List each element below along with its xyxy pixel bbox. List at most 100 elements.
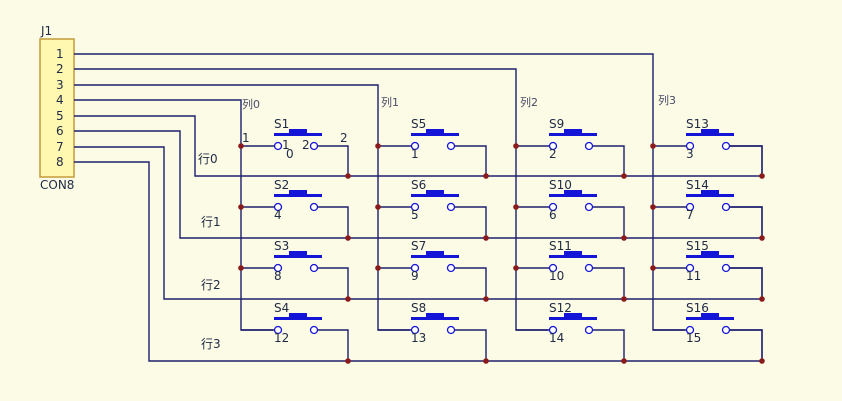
- row-label-1: 行1: [201, 215, 221, 229]
- switch-index-label: 6: [549, 208, 557, 222]
- switch-terminal-right: [584, 263, 594, 273]
- switch-s9: S92: [516, 117, 625, 176]
- s1-inner-left-label: 1: [282, 138, 290, 152]
- switch-ref-label: S15: [686, 239, 709, 253]
- switch-terminal-left: [548, 325, 558, 335]
- column-junction: [238, 143, 244, 149]
- switch-index-label: 4: [274, 208, 282, 222]
- row-junction: [621, 296, 627, 302]
- switch-plunger: [426, 251, 444, 256]
- switch-plunger: [426, 313, 444, 318]
- switch-terminal-right: [309, 263, 319, 273]
- switch-right-lead: [593, 329, 625, 361]
- switch-terminal-left: [685, 325, 695, 335]
- switch-right-lead: [593, 206, 625, 238]
- switch-terminal-right: [446, 141, 456, 151]
- row-junction: [759, 173, 765, 179]
- row-junction: [345, 235, 351, 241]
- switch-actuator: [549, 255, 597, 258]
- column-junction: [375, 265, 381, 271]
- switch-s5: S51: [378, 117, 487, 176]
- switch-plunger: [289, 190, 307, 195]
- switch-actuator: [274, 255, 322, 258]
- switch-s2: S24: [241, 178, 349, 238]
- connector-value: CON8: [40, 178, 74, 192]
- switch-right-lead: [455, 145, 487, 176]
- switch-terminal-left: [410, 325, 420, 335]
- switch-terminal-right: [721, 202, 731, 212]
- switch-index-label: 11: [686, 269, 701, 283]
- row-junction: [621, 358, 627, 364]
- switch-right-lead: [318, 267, 349, 299]
- switch-terminal-right: [309, 141, 319, 151]
- switch-right-lead: [593, 267, 625, 299]
- column-label-1: 列1: [381, 95, 399, 109]
- connector-ref: J1: [40, 24, 52, 38]
- switch-actuator: [686, 255, 734, 258]
- switch-terminal-left: [410, 263, 420, 273]
- switch-s6: S65: [378, 178, 487, 238]
- switch-terminal-right: [309, 202, 319, 212]
- switch-right-lead: [593, 145, 625, 176]
- switch-plunger: [564, 190, 582, 195]
- switch-terminal-right: [584, 141, 594, 151]
- switch-right-lead: [318, 329, 349, 361]
- column-label-0: 列0: [242, 97, 260, 111]
- switch-plunger: [289, 251, 307, 256]
- column-junction: [513, 204, 519, 210]
- switch-right-lead: [455, 206, 487, 238]
- junction-dots: [238, 143, 765, 364]
- switch-terminal-right: [446, 325, 456, 335]
- column-junction: [513, 265, 519, 271]
- switch-terminal-left: [410, 202, 420, 212]
- switch-plunger: [426, 190, 444, 195]
- column-3-wire: [74, 53, 685, 331]
- row-junction: [621, 235, 627, 241]
- column-junction: [238, 265, 244, 271]
- row-label-2: 行2: [201, 278, 221, 292]
- switch-right-lead: [730, 145, 763, 176]
- switch-ref-label: S4: [274, 301, 289, 315]
- switch-terminal-left: [548, 263, 558, 273]
- row-junction: [483, 296, 489, 302]
- switch-index-label: 15: [686, 331, 701, 345]
- switch-plunger: [564, 313, 582, 318]
- switch-s15: S15 11: [653, 239, 763, 299]
- switch-ref-label: S5: [411, 117, 426, 131]
- switch-actuator: [411, 194, 459, 197]
- switch-index-label: 10: [549, 269, 564, 283]
- row-label-0: 行0: [198, 152, 218, 166]
- switch-terminal-left: [410, 141, 420, 151]
- switch-index-label: 8: [274, 269, 282, 283]
- switch-plunger: [564, 251, 582, 256]
- switch-index-label: 13: [411, 331, 426, 345]
- switch-right-lead: [455, 267, 487, 299]
- switch-plunger: [426, 129, 444, 134]
- row-junction: [759, 358, 765, 364]
- switch-s3: S38: [241, 239, 349, 299]
- switch-terminal-left: [548, 202, 558, 212]
- connector-pin-7: 7: [56, 140, 64, 154]
- row-junction: [621, 173, 627, 179]
- row-label-3: 行3: [201, 337, 221, 351]
- column-wires: [74, 53, 685, 331]
- switch-ref-label: S1: [274, 117, 289, 131]
- switch-actuator: [274, 133, 322, 136]
- s1-inner-right-label: 2: [302, 138, 310, 152]
- row-junction: [483, 173, 489, 179]
- switch-index-label: 9: [411, 269, 419, 283]
- switch-grid: S10S51S92S133S24S65S106S147S38S79S1110S1…: [241, 117, 763, 361]
- connector-body: [39, 38, 75, 178]
- switch-right-lead: [730, 329, 763, 361]
- switch-terminal-left: [685, 141, 695, 151]
- switch-right-lead: [318, 206, 349, 238]
- switch-actuator: [274, 317, 322, 320]
- switch-terminal-right: [721, 263, 731, 273]
- switch-plunger: [289, 313, 307, 318]
- switch-terminal-right: [446, 263, 456, 273]
- switch-actuator: [274, 194, 322, 197]
- switch-actuator: [686, 194, 734, 197]
- switch-plunger: [701, 129, 719, 134]
